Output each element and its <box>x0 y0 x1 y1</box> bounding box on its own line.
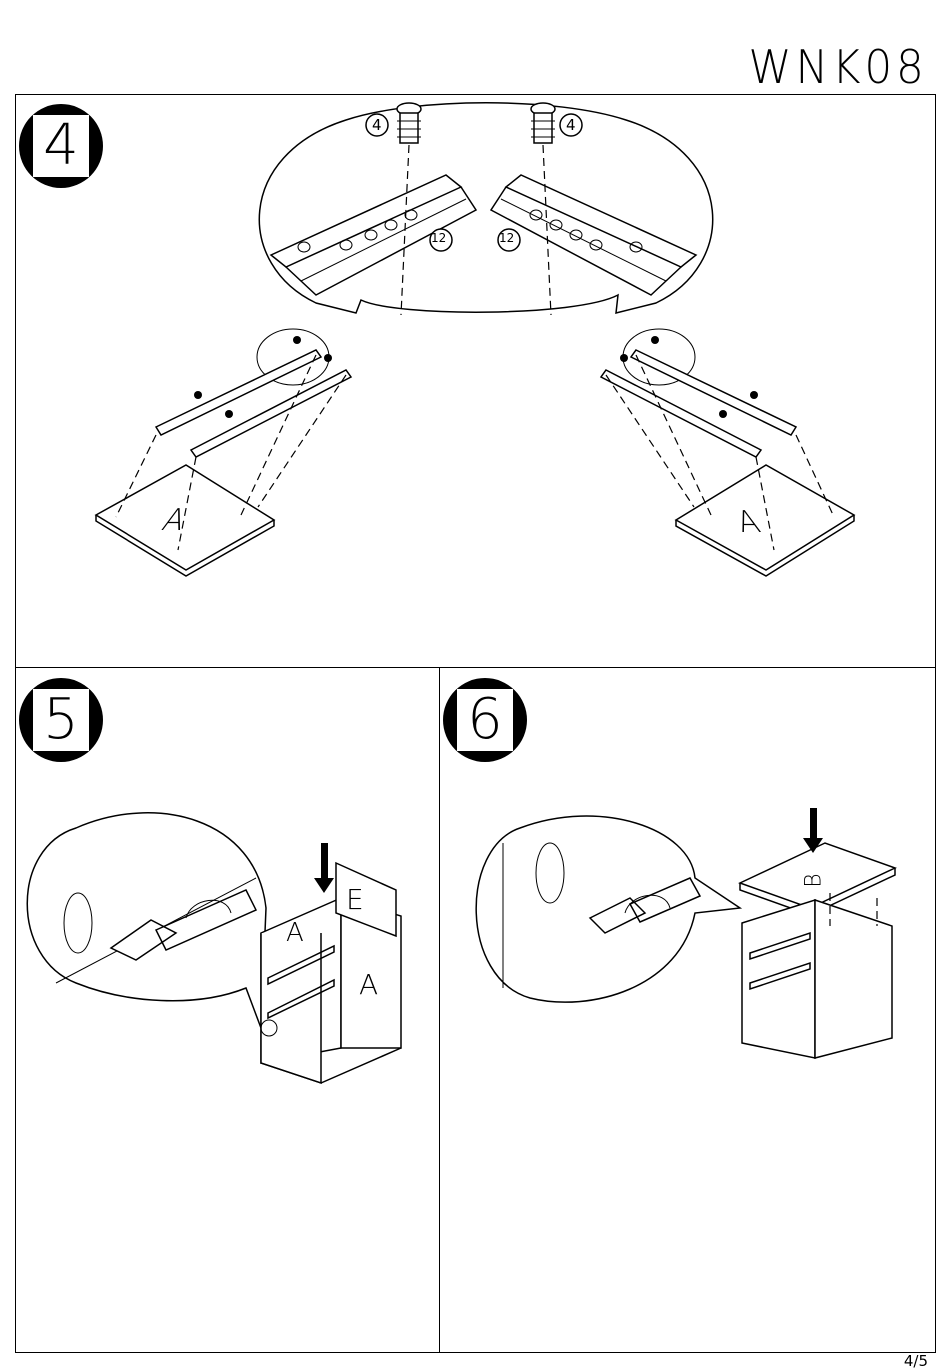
zoom-bubble <box>27 813 266 1028</box>
step-6-panel: 6 B <box>439 667 936 1353</box>
step-5-letter-e: E <box>346 883 364 916</box>
zoom-bubble <box>259 103 712 313</box>
step-5-illustration <box>16 668 441 1354</box>
model-code: WNK08 <box>749 40 928 94</box>
right-panel-a <box>606 355 854 576</box>
page-number: 4/5 <box>904 1352 928 1370</box>
zoom-screw-right <box>531 103 555 143</box>
step-5-letter-top: A <box>286 918 304 948</box>
callout-screw-left: 4 <box>372 116 382 134</box>
step-5-panel: 5 A E A <box>15 667 440 1353</box>
step-5-letter-side: A <box>359 968 378 1001</box>
cabinet <box>261 843 401 1083</box>
step-4-illustration <box>16 95 937 669</box>
cabinet <box>740 808 895 1058</box>
step-6-letter-b: B <box>802 873 827 887</box>
step-4-panel: 4 <box>15 94 936 668</box>
step-6-illustration <box>440 668 937 1354</box>
right-rails <box>601 329 796 457</box>
left-panel-a <box>96 355 346 576</box>
left-rails <box>156 329 351 457</box>
zoom-screw-left <box>397 103 421 143</box>
callout-rail-left: 12 <box>431 231 446 245</box>
callout-screw-right: 4 <box>566 116 576 134</box>
callout-rail-right: 12 <box>499 231 514 245</box>
